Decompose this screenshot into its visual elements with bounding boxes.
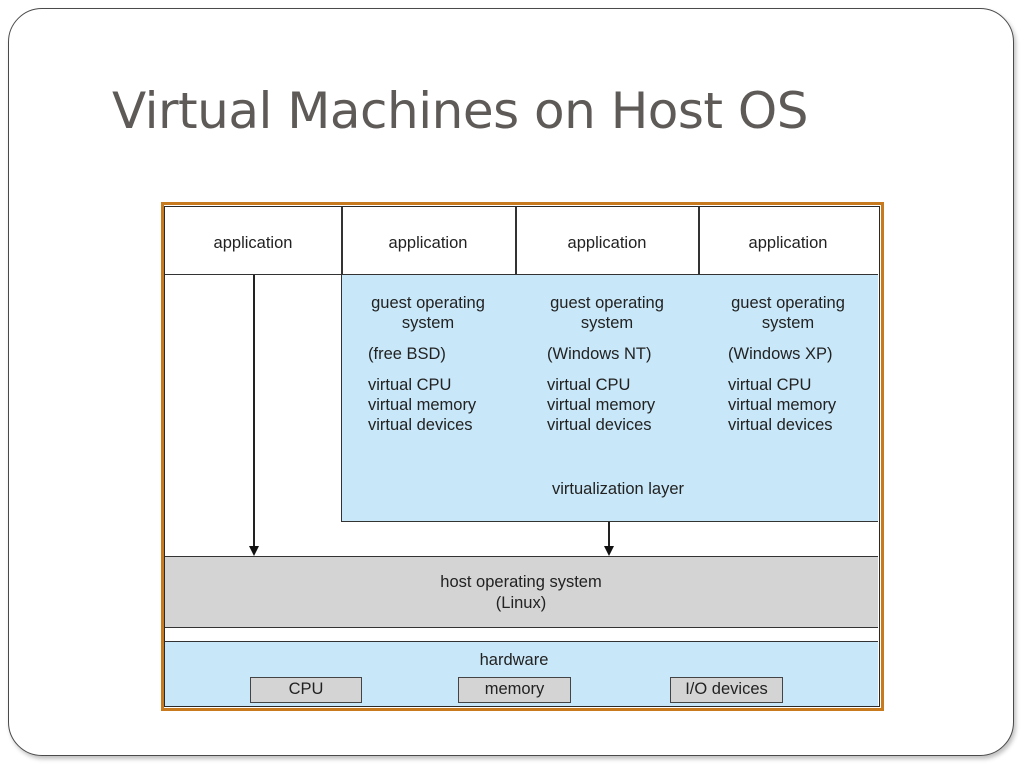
guest-virtual-cpu-1: virtual CPU bbox=[368, 376, 452, 394]
guest-os-title-3a: guest operating bbox=[731, 294, 845, 312]
application-label-2: application bbox=[388, 234, 468, 252]
hardware-label: hardware bbox=[479, 651, 549, 669]
diagram: application application application appl… bbox=[164, 206, 880, 707]
guest-virtual-memory-3: virtual memory bbox=[728, 396, 837, 414]
hardware-memory: memory bbox=[458, 677, 571, 703]
guest-os-name-3: (Windows XP) bbox=[728, 345, 833, 363]
guest-os-title-2b: system bbox=[580, 314, 634, 332]
guest-virtual-memory-2: virtual memory bbox=[547, 396, 656, 414]
guest-os-box-3 bbox=[698, 275, 878, 457]
app-divider-1 bbox=[341, 207, 343, 275]
virtualization-layer-label: virtualization layer bbox=[551, 480, 685, 498]
host-os-label: host operating system bbox=[440, 573, 602, 591]
guest-virtual-cpu-2: virtual CPU bbox=[547, 376, 631, 394]
guest-os-title-1b: system bbox=[401, 314, 455, 332]
virt-to-host-arrowhead bbox=[604, 546, 614, 556]
guest-virtual-memory-1: virtual memory bbox=[368, 396, 477, 414]
application-row bbox=[165, 207, 878, 275]
hardware-io-devices: I/O devices bbox=[670, 677, 783, 703]
guest-os-name-1: (free BSD) bbox=[368, 345, 446, 363]
virt-to-host-arrow-line bbox=[608, 522, 610, 547]
app-to-host-arrowhead bbox=[249, 546, 259, 556]
application-label-1: application bbox=[213, 234, 293, 252]
guest-virtual-devices-3: virtual devices bbox=[728, 416, 833, 434]
virtualization-layer-box bbox=[341, 456, 878, 522]
slide-title: Virtual Machines on Host OS bbox=[112, 82, 809, 140]
guest-virtual-devices-1: virtual devices bbox=[368, 416, 473, 434]
guest-os-title-1a: guest operating bbox=[371, 294, 485, 312]
guest-os-name-2: (Windows NT) bbox=[547, 345, 652, 363]
application-label-3: application bbox=[567, 234, 647, 252]
hardware-cpu: CPU bbox=[250, 677, 362, 703]
guest-virtual-devices-2: virtual devices bbox=[547, 416, 652, 434]
app-to-host-arrow-line bbox=[253, 275, 255, 547]
host-os-box bbox=[165, 556, 878, 628]
guest-virtual-cpu-3: virtual CPU bbox=[728, 376, 812, 394]
app-divider-2 bbox=[515, 207, 517, 275]
host-os-name: (Linux) bbox=[495, 594, 547, 612]
application-label-4: application bbox=[748, 234, 828, 252]
guest-os-title-3b: system bbox=[761, 314, 815, 332]
guest-os-box-2 bbox=[515, 275, 699, 457]
guest-os-title-2a: guest operating bbox=[550, 294, 664, 312]
app-divider-3 bbox=[698, 207, 700, 275]
